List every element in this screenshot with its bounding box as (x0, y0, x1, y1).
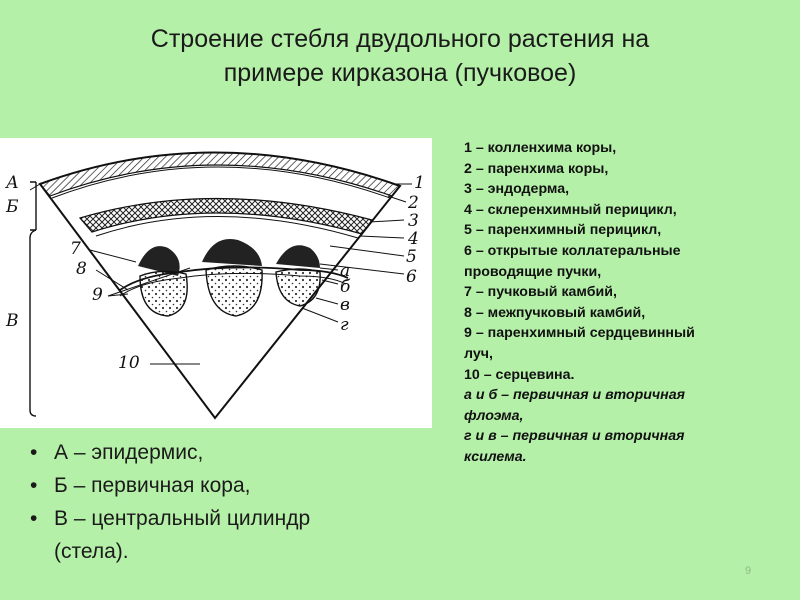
legend-line: 4 – склеренхимный перицикл, (464, 201, 677, 218)
label-2: 2 (407, 193, 419, 213)
bullet-icon: • (30, 474, 38, 497)
definition-text: В – центральный цилиндр (54, 507, 311, 530)
title-line-2: примере кирказона (пучковое) (223, 59, 577, 87)
label-5: 5 (406, 247, 417, 267)
legend-italic-line: а и б – первичная и вторичная (464, 387, 685, 404)
vascular-bundle-middle (202, 238, 263, 317)
legend-line: 1 – колленхима коры, (464, 140, 617, 156)
label-8: 8 (76, 259, 87, 279)
page-number: 9 (745, 565, 752, 577)
label-A: А (5, 173, 19, 193)
bullet-icon: • (30, 441, 38, 464)
label-1: 1 (414, 173, 425, 193)
legend-line: луч, (464, 345, 493, 362)
legend-line: 8 – межпучковый камбий, (464, 304, 646, 321)
definition-item: • А – эпидермис, (30, 436, 450, 469)
legend-line: 6 – открытые коллатеральные (464, 242, 681, 259)
label-B: Б (5, 197, 19, 217)
sclerenchyma-band (78, 197, 373, 235)
label-v: в (340, 295, 350, 315)
definition-text-continued: (стела). (54, 540, 129, 563)
pointer-lines (89, 183, 412, 365)
label-g: г (340, 315, 349, 335)
stem-section-svg: А Б В 1 2 3 4 5 6 а б в г 7 8 9 10 (5, 151, 425, 420)
definition-item: • В – центральный цилиндр (стела). (30, 502, 450, 568)
definition-text: Б – первичная кора, (54, 474, 251, 497)
title-line-1: Строение стебля двудольного растения на (150, 25, 650, 53)
bullet-icon: • (30, 507, 38, 530)
legend-line: 9 – паренхимный сердцевинный (464, 325, 695, 342)
cambium-line (119, 266, 349, 291)
stem-diagram: А Б В 1 2 3 4 5 6 а б в г 7 8 9 10 (0, 138, 432, 428)
label-10: 10 (118, 353, 140, 373)
definition-item: • Б – первичная кора, (30, 469, 450, 502)
legend-italic-line: ксилема. (464, 448, 527, 465)
left-bracket (29, 181, 37, 417)
cortex-parenchyma-line (51, 166, 391, 199)
label-V: В (5, 311, 19, 331)
legend-line: 7 – пучковый камбий, (464, 284, 617, 301)
legend-line: 2 – паренхима коры, (464, 160, 609, 177)
legend-italic-line: флоэма, (464, 407, 524, 424)
label-4: 4 (407, 229, 419, 249)
definition-text: А – эпидермис, (54, 441, 204, 464)
definition-list: • А – эпидермис, • Б – первичная кора, •… (30, 436, 450, 568)
pericycle-line (95, 216, 359, 239)
collenchyma-band (38, 151, 401, 197)
legend-line: 10 – серцевина. (464, 366, 575, 383)
legend-line: 5 – паренхимный перицикл, (464, 222, 662, 239)
legend: 1 – колленхима коры, 2 – паренхима коры,… (464, 138, 794, 468)
label-b: б (340, 277, 351, 297)
label-a: а (340, 261, 350, 281)
vascular-bundle-right (275, 245, 321, 307)
slide-title: Строение стебля двудольного растения на … (40, 22, 760, 90)
cambium-line-lower (119, 272, 347, 297)
legend-italic-line: г и в – первичная и вторичная (464, 428, 685, 445)
legend-line: проводящие пучки, (464, 263, 602, 280)
label-3: 3 (408, 211, 419, 231)
label-6: 6 (406, 267, 417, 287)
label-9: 9 (92, 285, 103, 305)
label-7: 7 (70, 239, 81, 259)
legend-line: 3 – эндодерма, (464, 181, 570, 198)
